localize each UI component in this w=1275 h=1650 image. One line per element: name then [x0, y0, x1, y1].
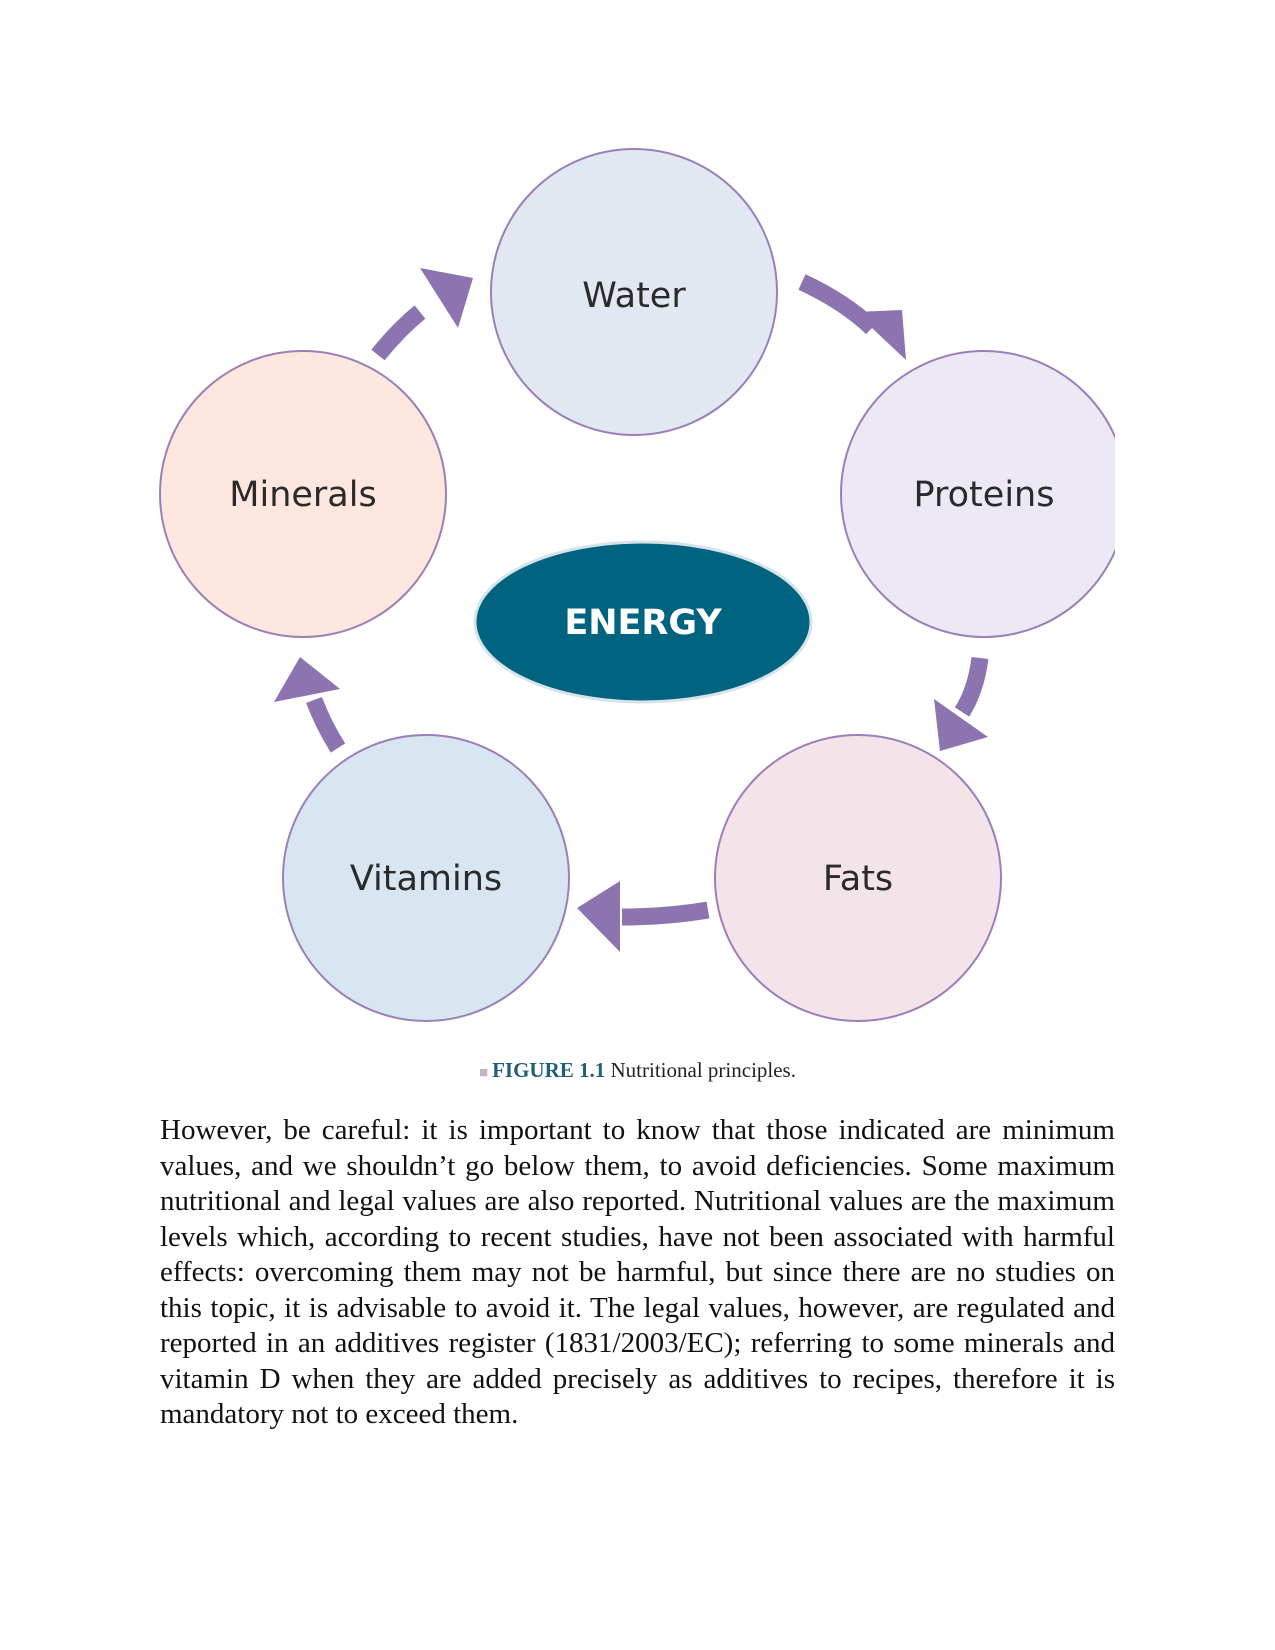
caption-bullet-icon: ■	[479, 1065, 489, 1081]
node-vitamins-circle	[282, 734, 570, 1022]
node-water: Water	[490, 148, 778, 436]
node-water-label: Water	[582, 276, 686, 316]
node-proteins: Proteins	[840, 350, 1115, 638]
center-energy: ENERGY	[473, 540, 813, 704]
figure-label: FIGURE 1.1	[492, 1058, 606, 1082]
center-energy-label: ENERGY	[564, 603, 722, 643]
arrow-minerals-to-water	[371, 268, 473, 361]
arrow-fats-to-vitamins	[577, 881, 710, 952]
figure-caption: ■FIGURE 1.1 Nutritional principles.	[0, 1058, 1275, 1083]
node-minerals-label: Minerals	[229, 475, 376, 515]
body-paragraph: However, be careful: it is important to …	[160, 1114, 1115, 1430]
node-vitamins-label: Vitamins	[350, 859, 502, 899]
node-proteins-label: Proteins	[914, 475, 1055, 515]
arrow-proteins-to-fats	[934, 656, 989, 751]
node-vitamins: Vitamins	[282, 734, 570, 1022]
arrow-water-to-proteins	[798, 274, 906, 360]
node-water-circle	[490, 148, 778, 436]
node-proteins-circle	[840, 350, 1115, 638]
node-minerals: Minerals	[159, 350, 447, 638]
node-minerals-circle	[159, 350, 447, 638]
nutrition-cycle-diagram: Water Proteins Fats Vitamins Minerals EN…	[159, 148, 1115, 1022]
node-fats-circle	[714, 734, 1002, 1022]
center-energy-ellipse	[473, 540, 813, 704]
arrow-vitamins-to-minerals	[274, 657, 346, 753]
caption-text: Nutritional principles.	[610, 1058, 796, 1082]
node-fats-label: Fats	[823, 859, 893, 899]
node-fats: Fats	[714, 734, 1002, 1022]
cycle-arrows	[274, 268, 989, 952]
